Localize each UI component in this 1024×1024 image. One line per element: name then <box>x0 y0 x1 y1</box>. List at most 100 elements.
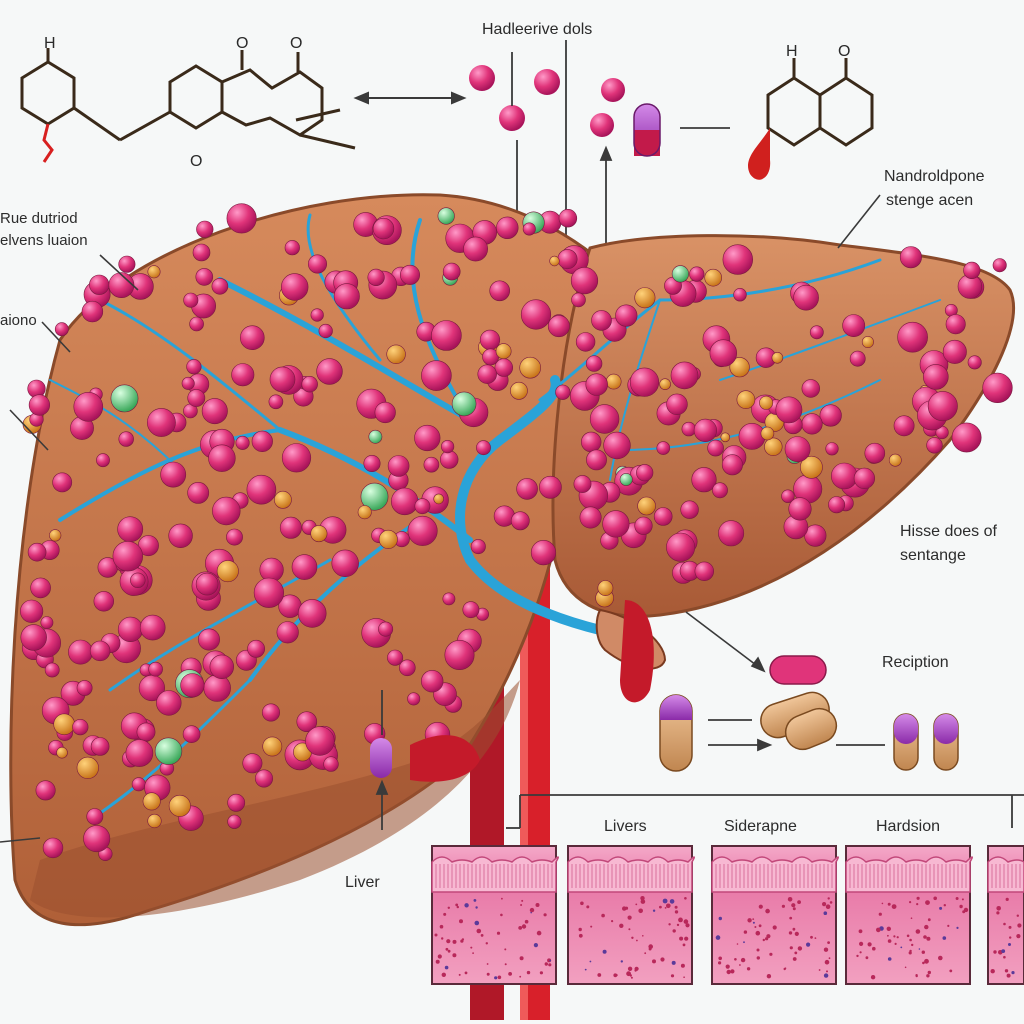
nodule <box>242 753 263 774</box>
nodule <box>510 381 528 400</box>
nodule <box>372 217 395 240</box>
panel-1-label: Livers <box>604 818 647 835</box>
nodule <box>148 661 163 677</box>
nodule <box>387 649 404 666</box>
nodule <box>391 487 419 516</box>
nodule <box>227 814 242 829</box>
nodule <box>54 322 69 337</box>
nodule <box>926 437 943 454</box>
right-mid-label-line1: Hisse does of <box>900 523 997 540</box>
nodule <box>378 621 394 637</box>
nodule <box>279 516 302 539</box>
nodule <box>56 746 68 759</box>
nodule <box>203 674 231 702</box>
nodule <box>386 344 406 364</box>
nodule <box>479 329 501 351</box>
nodule <box>73 391 104 422</box>
nodule <box>522 222 536 236</box>
nodule <box>963 261 981 280</box>
nodule <box>86 808 104 826</box>
nodule <box>83 825 111 853</box>
top-right-label-line1: Nandroldpone <box>884 168 985 185</box>
nodule <box>629 367 660 397</box>
nodule <box>801 379 820 398</box>
mol-left-o1-label: O <box>236 35 248 52</box>
nodule <box>261 703 280 722</box>
liver-label: Liver <box>345 874 380 891</box>
nodule <box>44 662 60 678</box>
nodule <box>187 481 210 504</box>
nodule <box>154 737 183 765</box>
nodule <box>281 273 309 301</box>
nodule <box>738 422 766 450</box>
panel-2-label: Siderapne <box>724 818 797 835</box>
nodule <box>496 216 519 240</box>
nodule <box>414 424 441 452</box>
nodule <box>720 432 731 443</box>
nodule <box>689 266 705 282</box>
nodule <box>156 690 182 716</box>
molecule-right <box>766 58 874 147</box>
top-right-label-line2: stenge acen <box>886 192 974 209</box>
nodule <box>760 426 775 441</box>
nodule <box>603 431 631 460</box>
nodule <box>861 335 874 348</box>
nodule <box>470 539 486 555</box>
nodule <box>718 520 745 547</box>
nodule <box>110 384 139 413</box>
nodule <box>35 780 56 801</box>
nodule <box>681 421 696 437</box>
nodule <box>781 489 795 503</box>
nodule <box>310 308 324 322</box>
nodule <box>93 591 115 612</box>
nodule <box>305 726 335 756</box>
nodule <box>139 614 166 641</box>
nodule <box>666 532 696 562</box>
histology-panel <box>431 845 559 985</box>
nodule <box>759 395 774 410</box>
nodule <box>168 523 193 548</box>
nodule <box>945 314 966 335</box>
nodule <box>520 299 552 330</box>
nodule <box>212 496 241 526</box>
nodule <box>801 413 823 435</box>
nodule <box>704 268 723 287</box>
panel-bracket <box>506 794 1024 829</box>
nodule <box>407 515 438 546</box>
nodule <box>721 454 743 476</box>
nodule <box>296 711 318 733</box>
liver-capsule <box>370 738 392 778</box>
nodule <box>276 621 299 644</box>
nodule <box>108 272 135 299</box>
nodule <box>510 511 530 531</box>
nodule <box>671 265 690 283</box>
top-capsule <box>633 103 661 157</box>
mol-left-o3-label: O <box>190 153 202 170</box>
nodule <box>301 376 318 393</box>
nodule <box>733 288 747 302</box>
nodule <box>694 561 714 581</box>
nodule <box>209 654 235 679</box>
nodule <box>800 455 823 479</box>
nodule <box>433 493 445 505</box>
nodule <box>147 265 161 279</box>
right-leader-lines <box>685 194 881 673</box>
nodule <box>680 500 699 519</box>
nodule <box>318 323 333 339</box>
nodule <box>570 267 599 295</box>
nodule <box>19 599 44 623</box>
nodule <box>784 436 811 463</box>
nodule <box>431 320 462 351</box>
nodule <box>634 516 653 535</box>
reciption-label: Reciption <box>882 654 949 671</box>
nodule <box>281 443 312 473</box>
nodule <box>440 450 459 469</box>
nodule <box>255 769 274 788</box>
nodule <box>897 321 928 353</box>
nodule <box>539 475 562 499</box>
nodule <box>180 673 205 698</box>
right-mid-label-line2: sentange <box>900 547 966 564</box>
nodule <box>357 505 372 520</box>
nodule <box>571 292 586 308</box>
